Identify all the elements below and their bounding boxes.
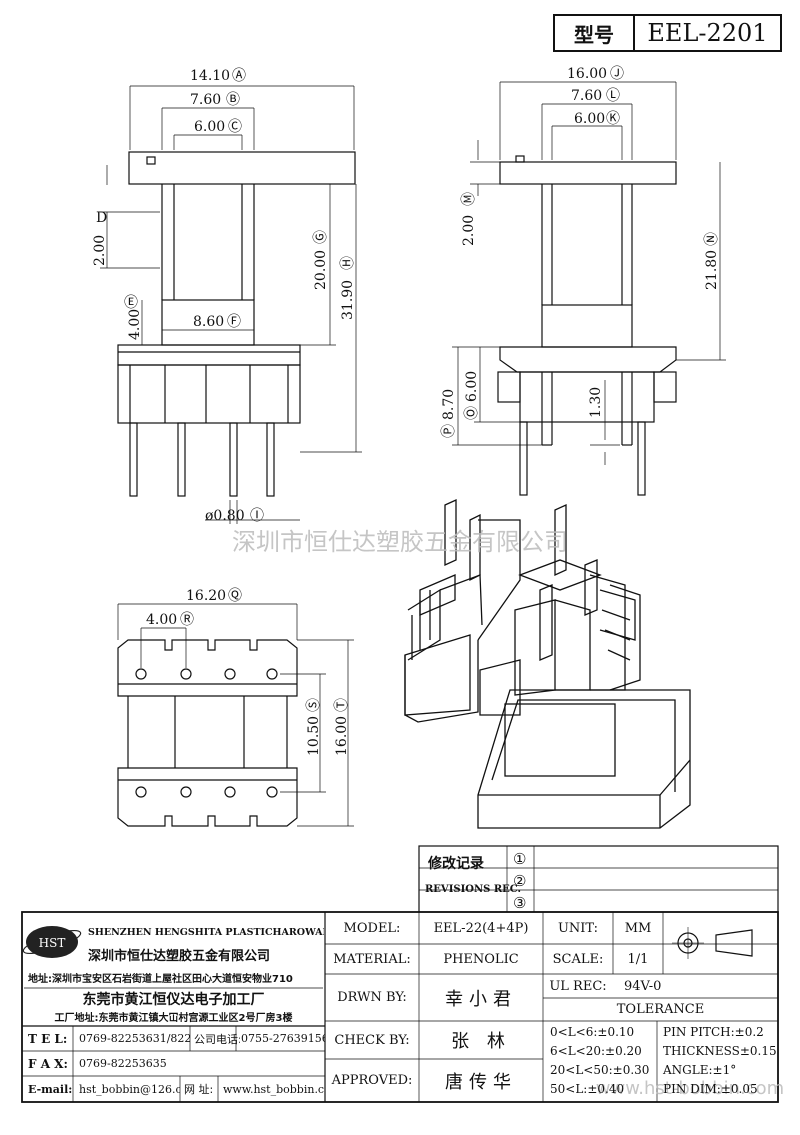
marker-d: D [96, 210, 107, 226]
company-name-en: SHENZHEN HENGSHITA PLASTICHAROWAR CO.,LT… [88, 926, 324, 938]
model-number: EEL-2201 [647, 19, 768, 47]
bottom-view [117, 603, 354, 827]
tolerance-1: 0<L<6:±0.10 [550, 1024, 635, 1039]
material-label: MATERIAL: [333, 951, 411, 967]
tolerance-2: 6<L<20:±0.20 [550, 1043, 642, 1058]
marker-t: Ⓣ [334, 698, 350, 712]
title-block: 型号 EEL-2201 [553, 14, 782, 52]
watermark-url: www.hst-bobbin.com [596, 1078, 784, 1099]
dim-front-i: ø0.80 [205, 508, 245, 524]
marker-g: Ⓖ [313, 230, 329, 244]
dim-side-j: 16.00 [567, 66, 607, 82]
ul-label: UL REC: [549, 978, 607, 994]
marker-h: Ⓗ [340, 256, 356, 270]
check-by-label: CHECK BY: [334, 1032, 410, 1048]
revisions-label-en: REVISIONS REC. [425, 884, 521, 895]
revision-row-3: ③ [513, 894, 526, 912]
fax-label: F A X: [28, 1056, 68, 1071]
factory-address: 工厂地址:东莞市黄江镇大冚村宫源工业区2号厂房3楼 [54, 1013, 293, 1024]
web-value[interactable]: www.hst_bobbin.com [223, 1082, 325, 1096]
marker-f: Ⓕ [227, 314, 241, 330]
dim-side-l: 7.60 [571, 88, 602, 104]
marker-s: Ⓢ [306, 698, 322, 712]
marker-l: Ⓛ [606, 88, 620, 104]
check-by-value: 张 林 [451, 1031, 511, 1052]
marker-n: Ⓝ [704, 232, 720, 246]
dim-front-a: 14.10 [190, 68, 230, 84]
company-logo: HST [22, 926, 82, 958]
marker-r: Ⓡ [180, 612, 194, 628]
dim-front-e: 4.00 [127, 309, 143, 340]
dim-side-o: 6.00 [464, 371, 480, 402]
model-spec-label: MODEL: [343, 920, 401, 936]
table-lines [21, 845, 779, 1103]
dim-front-g: 20.00 [313, 250, 329, 290]
scale-value: 1/1 [627, 951, 649, 967]
dim-front-f: 8.60 [193, 314, 224, 330]
tel-value: 0769-82253631/82253632 [79, 1032, 190, 1045]
approved-value: 唐传华 [445, 1071, 517, 1093]
dim-front-h: 31.90 [340, 280, 356, 320]
dim-side-m: 2.00 [461, 215, 477, 246]
dim-front-d: 2.00 [92, 235, 108, 266]
email-label: E-mail: [28, 1082, 73, 1096]
dim-front-b: 7.60 [190, 92, 221, 108]
model-label: 型号 [555, 16, 635, 50]
dim-side-k: 6.00 [574, 111, 605, 127]
tolerance-3: 20<L<50:±0.30 [550, 1062, 650, 1077]
logo-text: HST [39, 936, 66, 950]
phone-label: 公司电话: [194, 1032, 240, 1046]
watermark: 深圳市恒仕达塑胶五金有限公司 [232, 528, 568, 556]
unit-value: MM [624, 920, 652, 936]
ul-value: 94V-0 [624, 978, 662, 994]
tolerance-label: TOLERANCE [616, 1002, 705, 1017]
marker-p: Ⓟ [441, 424, 457, 438]
tel-label: T E L: [28, 1031, 68, 1046]
dim-side-130: 1.30 [588, 387, 604, 418]
factory-name: 东莞市黄江恒仪达电子加工厂 [82, 992, 265, 1008]
scale-label: SCALE: [552, 951, 604, 967]
pin-pitch-tolerance: PIN PITCH:±0.2 [663, 1024, 764, 1039]
marker-m: Ⓜ [461, 192, 477, 206]
dim-front-c: 6.00 [194, 119, 225, 135]
web-label: 网 址: [184, 1083, 214, 1096]
model-spec-value: EEL-22(4+4P) [433, 920, 529, 936]
dim-bottom-s: 10.50 [306, 716, 322, 756]
pin-dim-tolerance: PIN DIM:±0.05 [663, 1081, 758, 1096]
unit-label: UNIT: [557, 920, 599, 936]
dim-bottom-q: 16.20 [186, 588, 226, 604]
side-view [452, 81, 726, 496]
front-view [100, 85, 362, 524]
approved-label: APPROVED: [331, 1073, 413, 1088]
tolerance-4: 50<L:±0.40 [550, 1081, 625, 1096]
angle-tolerance: ANGLE:±1° [663, 1062, 737, 1077]
revision-row-2: ② [513, 872, 526, 890]
dim-side-n: 21.80 [704, 250, 720, 290]
isometric-view [404, 498, 691, 829]
fax-value: 0769-82253635 [79, 1057, 167, 1070]
dim-bottom-r: 4.00 [146, 612, 177, 628]
marker-i: Ⓘ [250, 508, 264, 524]
revision-row-1: ① [513, 850, 526, 868]
revisions-label-cn: 修改记录 [427, 855, 484, 872]
company-name-cn: 深圳市恒仕达塑胶五金有限公司 [88, 948, 271, 964]
marker-j: Ⓙ [610, 66, 624, 82]
drawn-by-value: 幸小君 [445, 988, 517, 1010]
marker-k: Ⓚ [606, 111, 620, 127]
marker-q: Ⓠ [228, 588, 242, 604]
thickness-tolerance: THICKNESS±0.15 [663, 1043, 777, 1058]
company-address: 地址:深圳市宝安区石岩街道上屋社区田心大道恒安物业710 [28, 973, 293, 985]
marker-a: Ⓐ [232, 68, 246, 84]
email-value[interactable]: hst_bobbin@126.com [79, 1082, 180, 1096]
material-value: PHENOLIC [443, 951, 519, 967]
dim-bottom-t: 16.00 [334, 716, 350, 756]
marker-e: Ⓔ [124, 295, 138, 311]
drawn-by-label: DRWN BY: [337, 990, 407, 1005]
phone-value: 0755-27639156 [241, 1032, 325, 1045]
dim-side-p: 8.70 [441, 389, 457, 420]
marker-c: Ⓒ [228, 119, 242, 135]
marker-o: Ⓞ [464, 406, 480, 420]
marker-b: Ⓑ [226, 92, 240, 108]
